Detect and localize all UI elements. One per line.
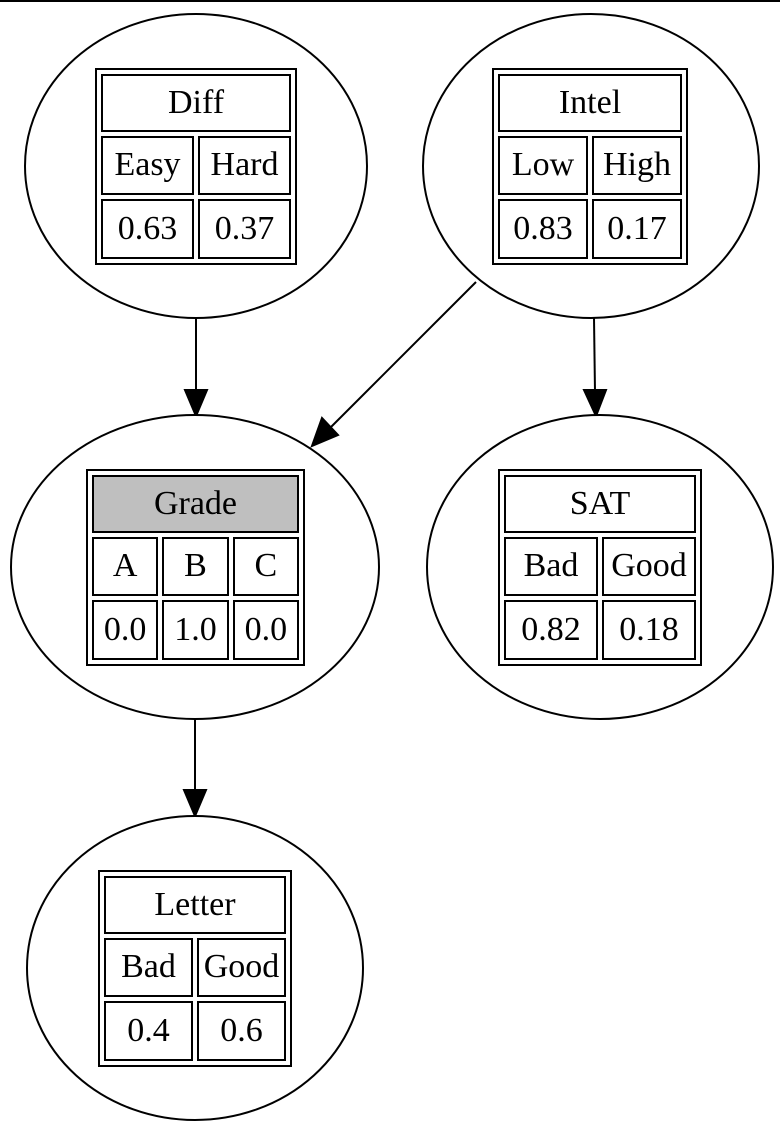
top-border	[0, 0, 780, 2]
node-sat-state-good: Good	[602, 536, 696, 597]
node-intel-prob-high: 0.17	[592, 199, 682, 259]
node-grade-prob-a: 0.0	[92, 600, 159, 660]
node-sat-state-bad: Bad	[504, 536, 598, 597]
node-grade-state-c: C	[232, 536, 299, 597]
node-intel-state-low: Low	[498, 135, 588, 196]
node-sat-table: SAT Bad Good 0.82 0.18	[498, 469, 702, 666]
edge-intel-to-grade-arrowhead	[310, 416, 340, 448]
node-grade-prob-c: 0.0	[232, 600, 299, 660]
node-letter-state-good: Good	[197, 937, 286, 998]
node-sat-prob-good: 0.18	[602, 600, 696, 660]
node-intel-prob-low: 0.83	[498, 199, 588, 259]
node-letter-title: Letter	[104, 876, 286, 934]
node-diff-state-easy: Easy	[101, 135, 194, 196]
edge-intel-to-grade	[329, 281, 477, 429]
edge-intel-to-sat	[593, 317, 596, 393]
node-letter-table: Letter Bad Good 0.4 0.6	[98, 870, 292, 1067]
node-intel-table: Intel Low High 0.83 0.17	[492, 68, 688, 265]
node-grade-table: Grade A B C 0.0 1.0 0.0	[86, 469, 305, 666]
node-intel-title: Intel	[498, 74, 682, 132]
edge-diff-to-grade-arrowhead	[183, 389, 209, 419]
node-diff-table: Diff Easy Hard 0.63 0.37	[95, 68, 297, 265]
edge-intel-to-sat-arrowhead	[582, 389, 608, 419]
node-diff-title: Diff	[101, 74, 291, 132]
node-letter-state-bad: Bad	[104, 937, 193, 998]
node-grade-title-observed: Grade	[92, 475, 299, 533]
node-intel-state-high: High	[592, 135, 682, 196]
node-sat-prob-bad: 0.82	[504, 600, 598, 660]
node-diff-state-hard: Hard	[198, 135, 291, 196]
edge-grade-to-letter-arrowhead	[182, 789, 208, 819]
node-letter-prob-good: 0.6	[197, 1001, 286, 1061]
node-grade-state-b: B	[162, 536, 229, 597]
node-sat-title: SAT	[504, 475, 696, 533]
node-diff-prob-easy: 0.63	[101, 199, 194, 259]
node-letter-prob-bad: 0.4	[104, 1001, 193, 1061]
node-diff-prob-hard: 0.37	[198, 199, 291, 259]
node-grade-prob-b: 1.0	[162, 600, 229, 660]
node-grade-state-a: A	[92, 536, 159, 597]
